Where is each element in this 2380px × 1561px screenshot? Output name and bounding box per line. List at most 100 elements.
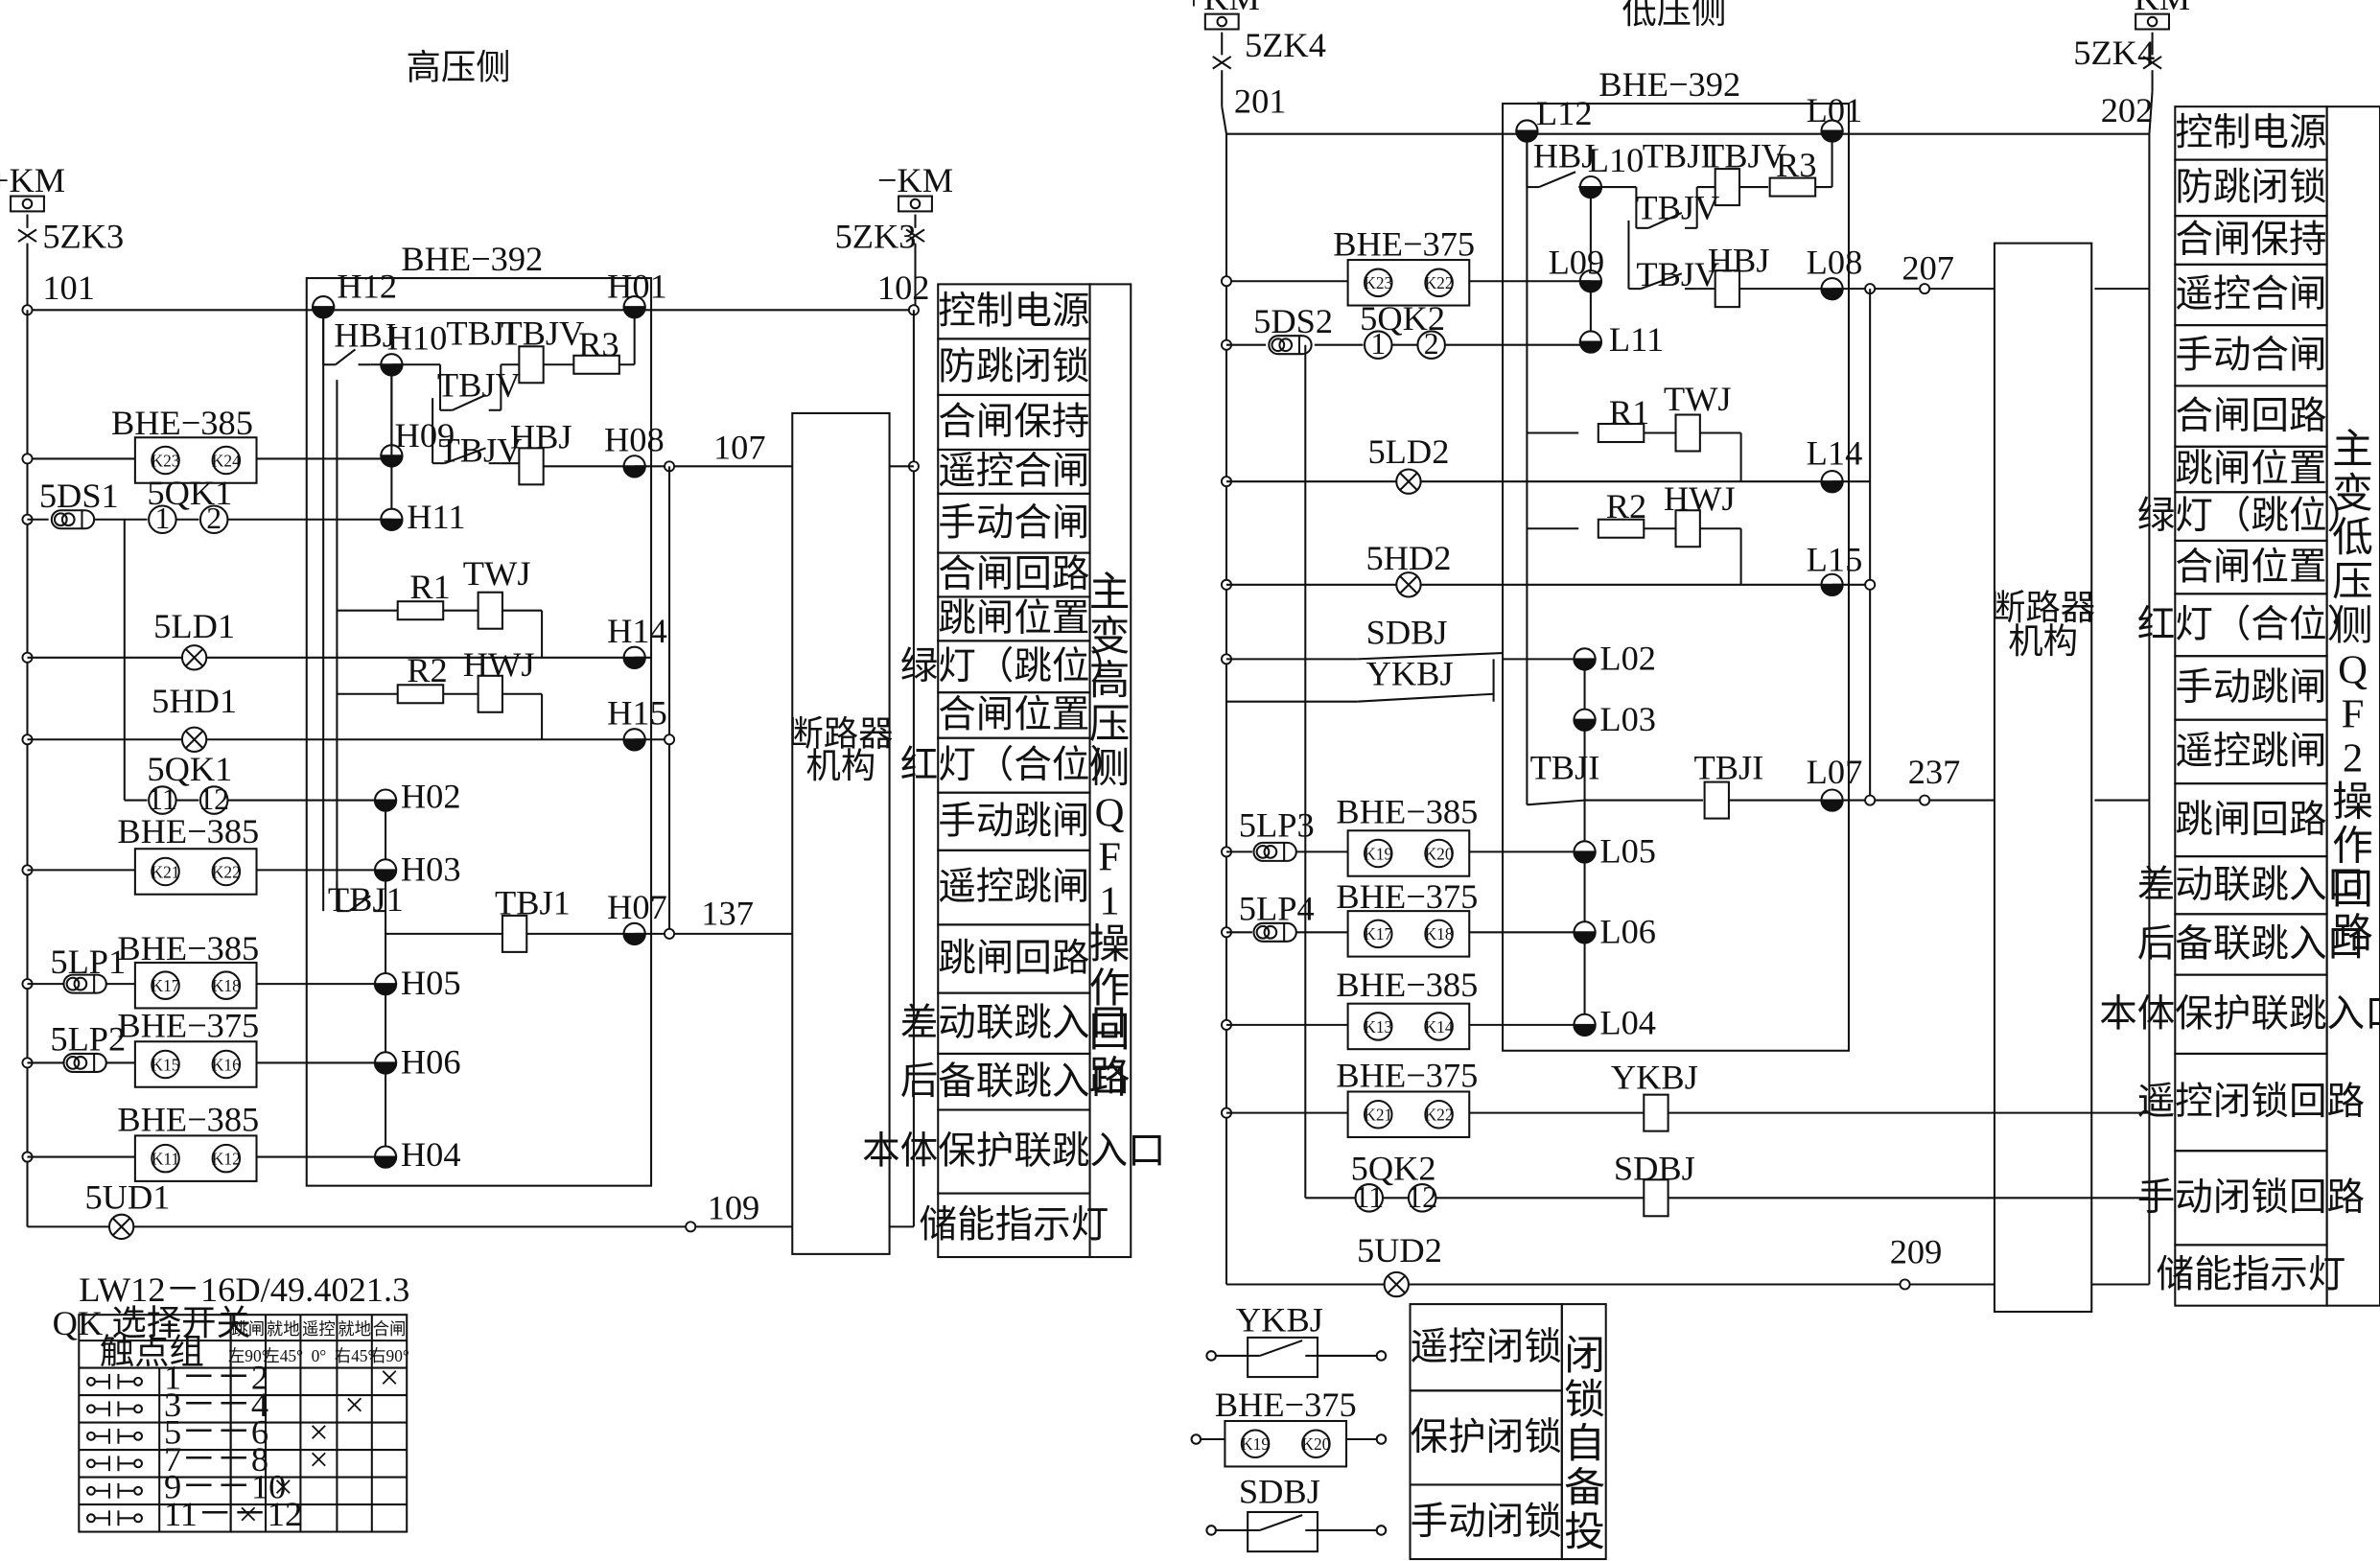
switch-label: 5ZK3	[42, 217, 124, 255]
contact-label: K15	[152, 1055, 180, 1074]
terminal-L12-fill	[1515, 129, 1539, 143]
terminal-label: H06	[401, 1043, 461, 1082]
contact-label: K23	[152, 451, 180, 470]
bhe385-module	[133, 1134, 258, 1182]
number-label: 12	[198, 782, 229, 816]
terminal-H14-fill	[622, 656, 646, 669]
terminal-H01-fill	[622, 306, 646, 319]
qk-mark: ×	[344, 1386, 364, 1424]
component-label: TBJV	[1636, 188, 1719, 226]
component-label: TBJ1	[328, 880, 404, 919]
terminal-label: H07	[607, 888, 667, 926]
contact-circle	[211, 1049, 242, 1080]
number-circle	[148, 785, 177, 815]
component-label: HWJ	[463, 645, 535, 684]
contact-circle	[151, 1049, 180, 1080]
supply-dot	[1216, 15, 1228, 28]
contact-label: K22	[212, 862, 241, 881]
component-label: R1	[409, 568, 450, 606]
contact-circle	[1240, 1429, 1271, 1459]
component-label: HBJ	[510, 417, 572, 455]
bhe385-module	[133, 961, 258, 1010]
component-label: TBJI	[1694, 748, 1764, 786]
right-table-cell-text: 控制电源	[2175, 112, 2326, 154]
component-label: 5LP2	[50, 1020, 126, 1059]
left-table-cell-text: 手动合闸	[938, 501, 1089, 544]
lamp-cross	[1399, 472, 1418, 491]
bhe375-module	[1346, 910, 1471, 958]
left-table-cell-text: 遥控合闸	[938, 451, 1089, 493]
terminal-label: H03	[401, 850, 461, 888]
qk-row-label: 1－－2	[164, 1359, 268, 1397]
right-table-cell-text: 合闸保持	[2175, 219, 2326, 261]
module-label: BHE−375	[1333, 224, 1475, 263]
supply-box	[1203, 12, 1240, 31]
breaker-mechanism	[791, 411, 891, 1255]
right-table-cell-text: 后备联跳入口	[2137, 923, 2365, 966]
right-table-cell-text: 防跳闭锁	[2175, 167, 2326, 209]
plug-ring	[1255, 924, 1271, 940]
terminal-label: H02	[401, 777, 461, 815]
supply-dot	[21, 198, 34, 210]
switch-x	[2142, 56, 2162, 70]
qk-mark: ×	[309, 1440, 329, 1479]
contact-label: K11	[152, 1149, 179, 1168]
component-label: 5LP1	[50, 943, 126, 981]
lamp-cross	[1399, 575, 1418, 594]
qk-row-label: 11－－12	[164, 1495, 302, 1533]
component-label: TBJ1	[495, 883, 571, 921]
wire-label: 209	[1890, 1232, 1943, 1270]
right-table-cell-text: 绿灯（跳位）	[2137, 495, 2365, 537]
module-label: BHE−385	[117, 1101, 259, 1139]
lamp-cross	[185, 648, 204, 667]
qk-contact-icon	[85, 1513, 96, 1524]
terminal-H12-fill	[312, 306, 336, 319]
qk-position: 合闸	[373, 1319, 407, 1339]
contact-circle	[1364, 268, 1393, 298]
hbj-contact	[335, 348, 357, 366]
contact-label: K16	[212, 1055, 241, 1074]
component-label: R2	[407, 651, 447, 689]
contact-circle	[1424, 268, 1454, 298]
left-table-cell-text: 遥控跳闸	[938, 866, 1089, 908]
terminal-H05-fill	[373, 983, 398, 996]
device-box	[305, 277, 653, 1187]
sdbj-contact	[1259, 1514, 1303, 1531]
component-label: HBJ	[334, 315, 396, 354]
component-label: HWJ	[1664, 479, 1736, 518]
wire-label: 237	[1908, 753, 1961, 791]
terminal-label: L14	[1807, 434, 1863, 473]
hbj-contact	[1538, 171, 1576, 189]
component-label: TBJI	[1530, 748, 1600, 786]
switch-label: 5ZK4	[1245, 26, 1326, 64]
right-table-cell-text: 差动联跳入口	[2137, 864, 2365, 906]
supply-box	[2135, 12, 2171, 31]
tbjv-contact	[452, 394, 486, 411]
switch-label: 5ZK4	[2073, 34, 2155, 72]
bhe375-module	[1346, 1090, 1471, 1139]
terminal-label: L04	[1599, 1003, 1656, 1041]
left-table-cell-text: 合闸位置	[938, 694, 1089, 736]
left-table-cell-text: 合闸回路	[938, 553, 1089, 595]
qk-mark: ×	[273, 1468, 293, 1506]
module-label: BHE−385	[1336, 966, 1478, 1004]
component-label: SDBJ	[1614, 1149, 1695, 1187]
terminal-label: H14	[607, 612, 667, 650]
right-table-cell-text: 合闸回路	[2175, 395, 2326, 437]
wire-label: 102	[877, 268, 930, 307]
switch-x	[905, 228, 925, 243]
terminal-H11-fill	[380, 518, 404, 531]
terminal-label: L06	[1599, 912, 1656, 950]
wire-label: 137	[701, 894, 754, 932]
junction-dot	[1220, 275, 1233, 288]
terminal-label: H11	[407, 498, 465, 536]
right-table-cell-text: 跳闸位置	[2175, 448, 2326, 490]
plug-ring	[1271, 338, 1286, 353]
contact-circle	[1301, 1429, 1331, 1459]
qk-angle: 0°	[312, 1346, 327, 1365]
tbj1-contact	[348, 895, 371, 912]
ykbj-contact	[1259, 1340, 1303, 1357]
contact-label: K18	[212, 976, 241, 995]
